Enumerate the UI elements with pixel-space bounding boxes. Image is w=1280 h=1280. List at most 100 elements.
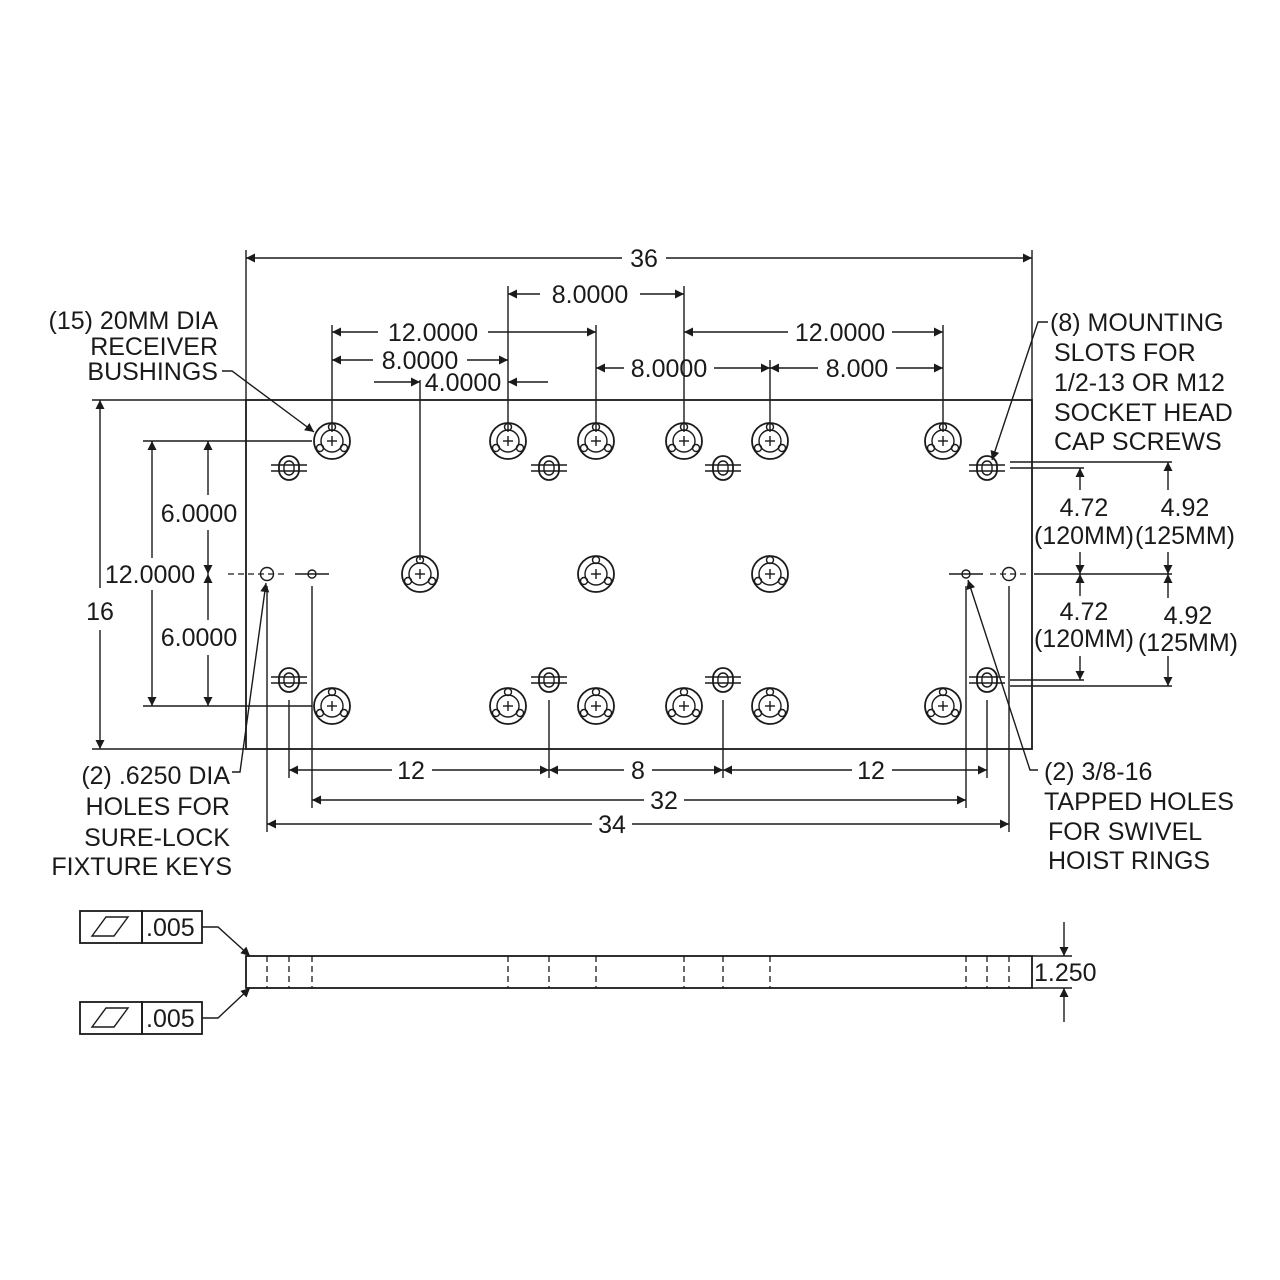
bush-right-pitch-label: 8.000 bbox=[826, 355, 889, 383]
dim-bush-vertical-span: 12.0000 bbox=[105, 441, 195, 706]
bushing bbox=[401, 555, 439, 593]
key-holes-note-line-1: (2) .6250 DIA bbox=[81, 762, 230, 790]
tapped-holes-note-line-3: FOR SWIVEL bbox=[1048, 818, 1202, 846]
mounting-slot bbox=[271, 455, 307, 481]
mounting-slot bbox=[969, 667, 1005, 693]
mounting-slot bbox=[705, 667, 741, 693]
dim-hoist-left-span: 12 bbox=[289, 757, 549, 785]
mounting-slot bbox=[531, 667, 567, 693]
dim-thickness: 1.250 bbox=[1032, 922, 1097, 1022]
bush-right-span-label: 12.0000 bbox=[795, 319, 885, 347]
bushing-row-extension-lines bbox=[143, 440, 312, 707]
mounting-slots bbox=[271, 455, 1005, 693]
mounting-slots-note-line-4: SOCKET HEAD bbox=[1054, 399, 1233, 427]
bushing bbox=[751, 687, 789, 725]
flatness-icon bbox=[90, 916, 130, 937]
dim-slot-upper-outer: 4.92 (125MM) bbox=[1135, 462, 1235, 574]
slot-lower-mm-label: (120MM) bbox=[1034, 625, 1134, 653]
key-holes-note-line-2: HOLES FOR bbox=[86, 793, 230, 821]
mounting-slot bbox=[531, 455, 567, 481]
slot-upper-in-label: 4.72 bbox=[1060, 494, 1109, 522]
bushing bbox=[924, 687, 962, 725]
dim-slot-upper-inner: 4.72 (120MM) bbox=[1034, 468, 1134, 574]
slot-lower-in-label: 4.72 bbox=[1060, 598, 1109, 626]
flatness-top-tolerance: .005 bbox=[146, 914, 195, 942]
bushing bbox=[577, 687, 615, 725]
dim-overall-width: 16 bbox=[86, 399, 246, 750]
dim-key-span: 34 bbox=[267, 811, 1009, 839]
bush-mid-pitch-label: 8.0000 bbox=[631, 355, 707, 383]
tapped-holes-note-line-4: HOIST RINGS bbox=[1048, 847, 1210, 875]
bush-top-gap-label: 8.0000 bbox=[552, 281, 628, 309]
tapped-holes-note: (2) 3/8-16 TAPPED HOLES FOR SWIVEL HOIST… bbox=[966, 579, 1234, 875]
mounting-slot bbox=[705, 455, 741, 481]
mounting-slots-note-line-3: 1/2-13 OR M12 bbox=[1054, 369, 1225, 397]
slot-extension-lines bbox=[1010, 461, 1172, 687]
flatness-frame-bottom: .005 bbox=[79, 987, 251, 1035]
dim-overall-length: 36 bbox=[245, 245, 1033, 400]
bush-left-pitch-label: 8.0000 bbox=[382, 347, 458, 375]
bushings-note-line-3: BUSHINGS bbox=[87, 358, 218, 386]
bushings-note-line-1: (15) 20MM DIA bbox=[49, 307, 219, 335]
dim-slot-lower-inner: 4.72 (120MM) bbox=[1034, 574, 1134, 680]
dim-bush-right-span: 12.0000 bbox=[684, 319, 943, 347]
hoist-mid-span-label: 8 bbox=[631, 757, 645, 785]
dim-bush-upper-half: 6.0000 bbox=[161, 441, 237, 574]
dim-slot-lower-outer: 4.92 (125MM) bbox=[1138, 574, 1238, 686]
side-view-hidden-lines bbox=[266, 956, 1010, 988]
tapped-hole-right bbox=[949, 569, 983, 579]
bushing bbox=[489, 687, 527, 725]
bushings-note: (15) 20MM DIA RECEIVER BUSHINGS bbox=[49, 307, 315, 433]
slot-lower-out-mm-label: (125MM) bbox=[1138, 629, 1238, 657]
slot-lower-out-in-label: 4.92 bbox=[1164, 602, 1213, 630]
tapped-span-label: 32 bbox=[650, 787, 678, 815]
bush-vertical-span-label: 12.0000 bbox=[105, 561, 195, 589]
dim-bush-left-pitch: 8.0000 bbox=[332, 347, 508, 375]
tapped-hole-left bbox=[295, 569, 329, 579]
bush-center-offset-label: 4.0000 bbox=[425, 369, 501, 397]
bush-upper-half-label: 6.0000 bbox=[161, 500, 237, 528]
bushings-note-line-2: RECEIVER bbox=[90, 333, 218, 361]
fixture-key-hole-left bbox=[228, 566, 287, 582]
hoist-left-span-label: 12 bbox=[397, 757, 425, 785]
fixture-key-hole-right bbox=[990, 566, 1030, 582]
mounting-slots-note-line-5: CAP SCREWS bbox=[1054, 428, 1222, 456]
tapped-holes-note-line-2: TAPPED HOLES bbox=[1044, 788, 1234, 816]
tapped-holes-note-line-1: (2) 3/8-16 bbox=[1044, 758, 1152, 786]
dim-bush-center-offset: 4.0000 bbox=[374, 369, 548, 397]
mounting-slots-note: (8) MOUNTING SLOTS FOR 1/2-13 OR M12 SOC… bbox=[990, 309, 1233, 461]
key-holes-note: (2) .6250 DIA HOLES FOR SURE-LOCK FIXTUR… bbox=[51, 582, 270, 881]
dim-hoist-right-span: 12 bbox=[723, 757, 987, 785]
thickness-label: 1.250 bbox=[1034, 959, 1097, 987]
mounting-slot bbox=[969, 455, 1005, 481]
key-holes-note-line-4: FIXTURE KEYS bbox=[51, 853, 232, 881]
bushing bbox=[665, 687, 703, 725]
key-holes-note-line-3: SURE-LOCK bbox=[84, 824, 230, 852]
dim-bush-mid-pitch: 8.0000 bbox=[596, 355, 770, 383]
dim-bush-left-span: 12.0000 bbox=[332, 319, 596, 347]
dim-bush-right-pitch: 8.000 bbox=[770, 355, 943, 383]
bushing bbox=[751, 555, 789, 593]
hoist-extension-lines bbox=[266, 586, 1010, 832]
bush-lower-half-label: 6.0000 bbox=[161, 624, 237, 652]
bush-left-span-label: 12.0000 bbox=[388, 319, 478, 347]
key-span-label: 34 bbox=[598, 811, 626, 839]
mounting-slots-note-line-1: (8) MOUNTING bbox=[1050, 309, 1224, 337]
flatness-icon bbox=[90, 1007, 130, 1028]
mounting-slots-note-line-2: SLOTS FOR bbox=[1054, 339, 1196, 367]
bushing-extension-lines bbox=[331, 286, 944, 560]
mounting-slot bbox=[271, 667, 307, 693]
slot-upper-out-mm-label: (125MM) bbox=[1135, 522, 1235, 550]
slot-upper-mm-label: (120MM) bbox=[1034, 522, 1134, 550]
overall-width-label: 16 bbox=[86, 598, 114, 626]
dim-bush-top-gap: 8.0000 bbox=[508, 281, 684, 309]
side-view-plate bbox=[245, 955, 1033, 989]
dim-bush-lower-half: 6.0000 bbox=[161, 574, 237, 706]
receiver-bushings bbox=[313, 422, 962, 725]
flatness-bottom-tolerance: .005 bbox=[146, 1005, 195, 1033]
plate-outline bbox=[245, 399, 1033, 750]
overall-length-label: 36 bbox=[630, 245, 658, 273]
flatness-frame-top: .005 bbox=[79, 910, 251, 957]
dim-hoist-mid-span: 8 bbox=[549, 757, 723, 785]
